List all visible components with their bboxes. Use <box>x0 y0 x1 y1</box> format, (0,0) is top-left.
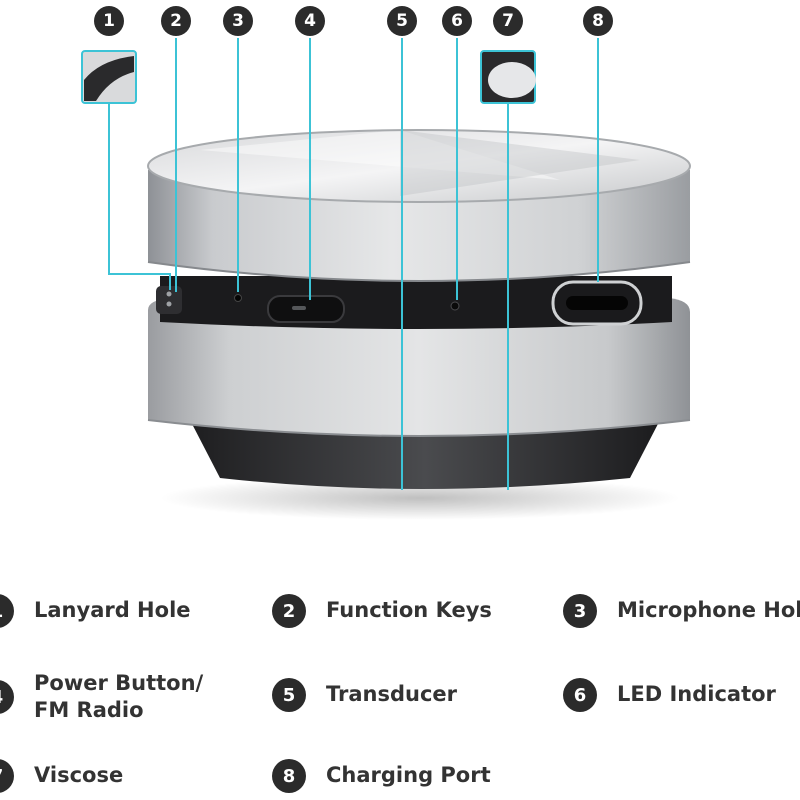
callout-lines <box>108 38 599 490</box>
legend-item-6: 6 LED Indicator <box>563 678 776 712</box>
legend-label: Transducer <box>326 681 457 708</box>
legend-number: 1 <box>0 594 14 628</box>
lower-band-edge <box>147 419 691 437</box>
power-button <box>267 295 345 323</box>
legend-item-8: 8 Charging Port <box>272 759 491 793</box>
legend-label-line: Function Keys <box>326 598 492 623</box>
upper-band-edge <box>147 261 691 282</box>
legend-label: Function Keys <box>326 597 492 624</box>
microphone-hole <box>234 294 242 302</box>
legend-label-line: Viscose <box>34 763 124 788</box>
legend-item-7: 7 Viscose <box>0 759 123 793</box>
legend-label-line: LED Indicator <box>617 682 776 707</box>
callout-badge-3: 3 <box>223 6 253 36</box>
top-face <box>148 130 690 202</box>
legend-label: Viscose <box>34 762 123 789</box>
legend-item-5: 5 Transducer <box>272 678 457 712</box>
legend-number: 4 <box>0 680 14 715</box>
function-keys <box>156 286 182 314</box>
inset-viscose-detail <box>480 50 536 104</box>
callout-badge-7: 7 <box>493 6 523 36</box>
speaker-base <box>190 420 660 489</box>
legend-item-4: 4 Power Button/ FM Radio <box>0 670 203 725</box>
legend-label: Microphone Hole <box>617 597 800 624</box>
legend-item-3: 3 Microphone Hole <box>563 594 800 628</box>
legend-number: 3 <box>563 594 597 628</box>
legend-label-line: Lanyard Hole <box>34 598 191 623</box>
callout-line-1 <box>108 103 171 290</box>
legend-label-line: FM Radio <box>34 698 144 723</box>
legend-item-1: 1 Lanyard Hole <box>0 594 191 628</box>
top-face-brushed-b <box>400 130 640 196</box>
power-button-mark <box>292 306 306 310</box>
legend-label: Charging Port <box>326 762 491 789</box>
legend-number: 5 <box>272 678 306 712</box>
floor-shadow <box>160 476 680 520</box>
legend-label-line: Microphone Hole <box>617 598 800 623</box>
legend-number: 2 <box>272 594 306 628</box>
top-face-brushed-a <box>200 130 560 180</box>
legend-label-line: Charging Port <box>326 763 491 788</box>
legend-number: 6 <box>563 678 597 712</box>
legend-label-line: Power Button/ <box>34 671 204 695</box>
charging-port-slot <box>566 296 628 310</box>
legend-label-line: Transducer <box>326 682 458 707</box>
legend-number: 7 <box>0 759 14 793</box>
led-indicator <box>450 301 460 311</box>
callout-badge-1: 1 <box>94 6 124 36</box>
legend-label: Lanyard Hole <box>34 597 191 624</box>
callout-badge-4: 4 <box>295 6 325 36</box>
legend-number: 8 <box>272 759 306 793</box>
callout-badge-2: 2 <box>161 6 191 36</box>
top-face-rim <box>147 129 691 203</box>
inset-lanyard-detail <box>81 50 137 104</box>
callout-badge-5: 5 <box>387 6 417 36</box>
legend-label: LED Indicator <box>617 681 776 708</box>
lower-band <box>148 298 690 436</box>
legend-item-2: 2 Function Keys <box>272 594 492 628</box>
legend-label: Power Button/ FM Radio <box>34 670 203 725</box>
callout-badge-6: 6 <box>442 6 472 36</box>
callout-badge-8: 8 <box>583 6 613 36</box>
